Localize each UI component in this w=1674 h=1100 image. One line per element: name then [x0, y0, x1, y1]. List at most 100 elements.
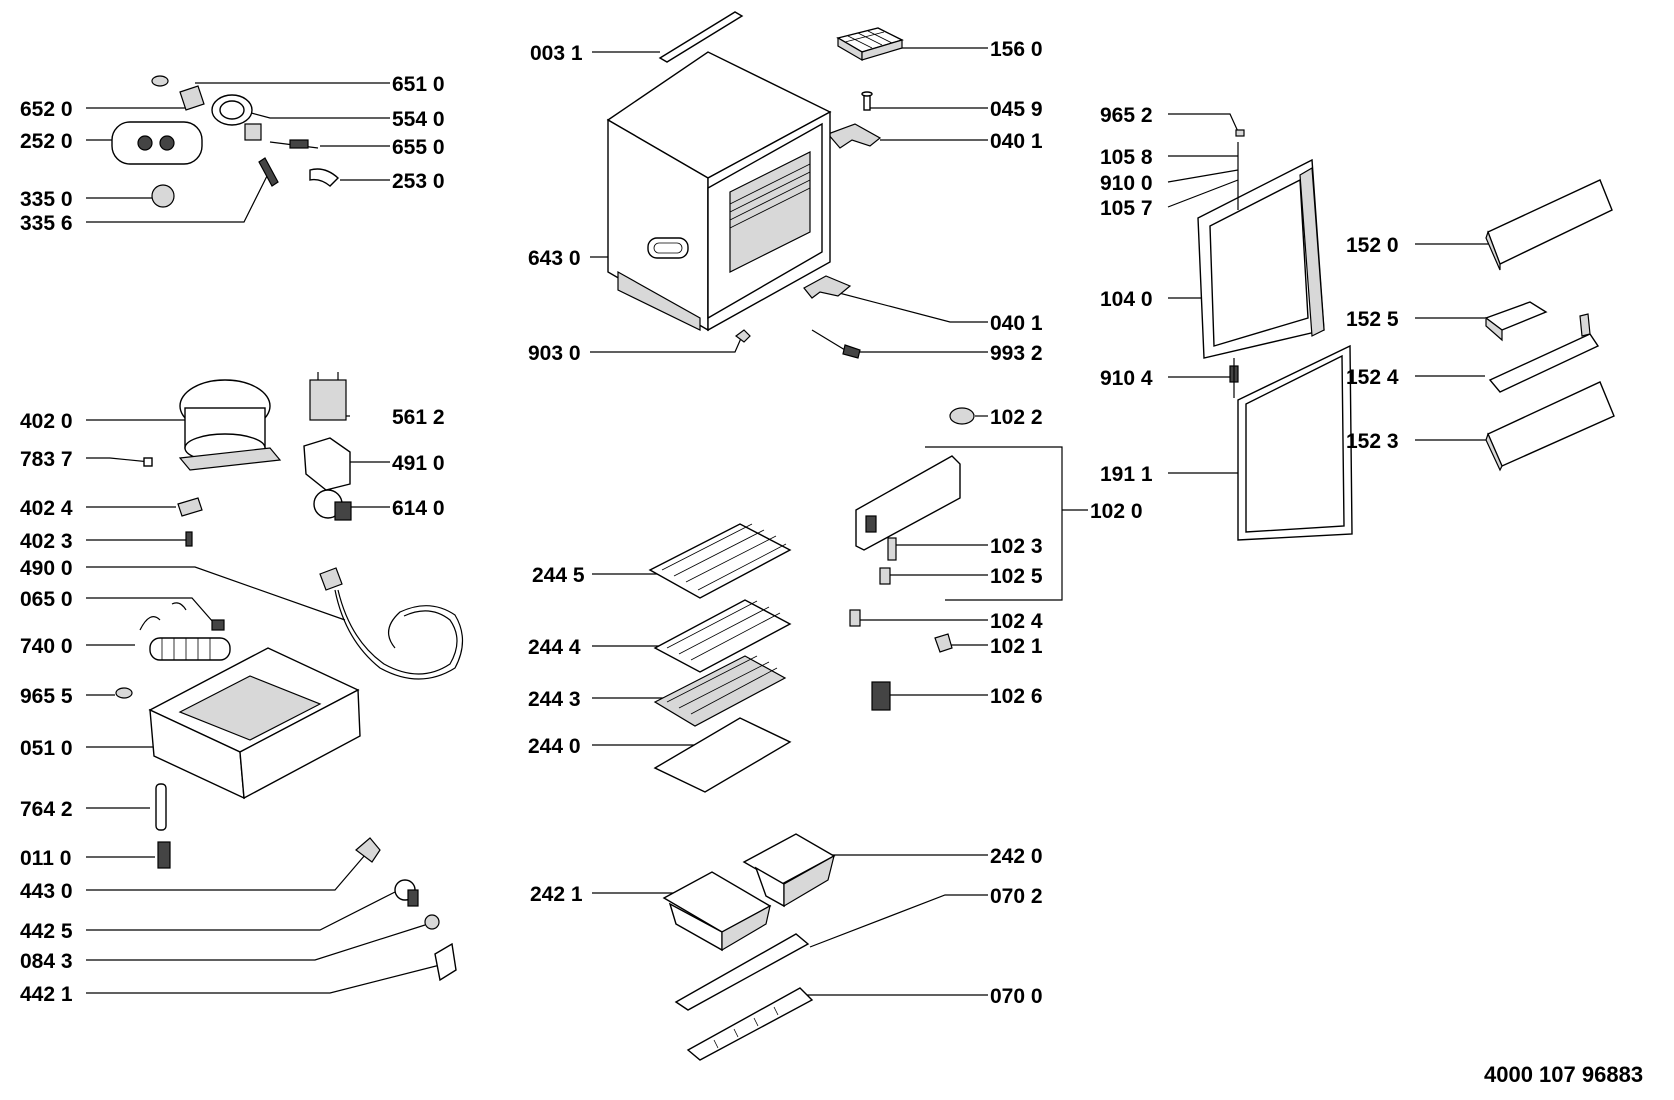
parts: [109, 11, 1615, 1061]
part-door: [1197, 129, 1325, 398]
part-capillary: [109, 457, 153, 467]
label-152-3: 152 3: [1346, 430, 1399, 453]
label-965-2: 965 2: [1100, 104, 1153, 127]
part-1023: [887, 537, 897, 561]
part-compressor: [178, 379, 282, 471]
part-foot: [735, 329, 751, 343]
part-1024: [849, 609, 861, 627]
label-554-0: 554 0: [392, 108, 445, 131]
part-clip-4024: [177, 497, 203, 517]
part-shelf-2443: [653, 655, 787, 727]
label-065-0: 065 0: [20, 588, 73, 611]
part-lamp-assembly: [111, 75, 340, 208]
part-4425: [394, 879, 419, 907]
label-102-1: 102 1: [990, 635, 1043, 658]
label-051-0: 051 0: [20, 737, 73, 760]
label-402-4: 402 4: [20, 497, 73, 520]
part-base-tray: [148, 647, 361, 800]
label-244-0: 244 0: [528, 735, 581, 758]
label-070-0: 070 0: [990, 985, 1043, 1008]
label-152-5: 152 5: [1346, 308, 1399, 331]
part-pin: [861, 91, 873, 111]
part-4430: [355, 837, 381, 863]
label-335-0: 335 0: [20, 188, 73, 211]
label-965-5: 965 5: [20, 685, 73, 708]
label-651-0: 651 0: [392, 73, 445, 96]
label-191-1: 191 1: [1100, 463, 1153, 486]
part-cabinet: [606, 51, 832, 332]
label-244-3: 244 3: [528, 688, 581, 711]
part-1021: [934, 633, 953, 653]
part-labels: 003 1 156 0 045 9 040 1 643 0 040 1 903 …: [20, 38, 1643, 1087]
label-993-2: 993 2: [990, 342, 1043, 365]
part-grill-0700: [686, 987, 814, 1061]
part-shelf-2445: [648, 523, 792, 599]
label-903-0: 903 0: [528, 342, 581, 365]
label-442-1: 442 1: [20, 983, 73, 1006]
part-top-strip: [658, 11, 744, 63]
label-443-0: 443 0: [20, 880, 73, 903]
label-152-0: 152 0: [1346, 234, 1399, 257]
label-242-0: 242 0: [990, 845, 1043, 868]
label-252-0: 252 0: [20, 130, 73, 153]
label-561-2: 561 2: [392, 406, 445, 429]
part-door-bin-1525: [1484, 301, 1548, 342]
part-grill-0702: [674, 933, 810, 1011]
part-door-gasket: [1237, 344, 1353, 541]
label-655-0: 655 0: [392, 136, 445, 159]
label-244-5: 244 5: [532, 564, 585, 587]
label-402-0: 402 0: [20, 410, 73, 433]
part-1025: [879, 567, 891, 585]
part-knob: [949, 407, 975, 425]
part-heater: [139, 602, 231, 661]
label-491-0: 491 0: [392, 452, 445, 475]
label-003-1: 003 1: [530, 42, 583, 65]
part-4421: [434, 942, 457, 982]
part-door-bin-1520: [1485, 179, 1613, 271]
part-damper: [155, 783, 167, 831]
label-614-0: 614 0: [392, 497, 445, 520]
label-764-2: 764 2: [20, 798, 73, 821]
label-102-6: 102 6: [990, 685, 1043, 708]
label-244-4: 244 4: [528, 636, 581, 659]
part-control-panel: [855, 455, 961, 551]
label-152-4: 152 4: [1346, 366, 1399, 389]
label-102-2: 102 2: [990, 406, 1043, 429]
label-442-5: 442 5: [20, 920, 73, 943]
label-045-9: 045 9: [990, 98, 1043, 121]
label-335-6: 335 6: [20, 212, 73, 235]
part-spring: [157, 841, 171, 869]
label-253-0: 253 0: [392, 170, 445, 193]
label-910-0: 910 0: [1100, 172, 1153, 195]
label-011-0: 011 0: [20, 847, 71, 870]
label-402-3: 402 3: [20, 530, 73, 553]
part-tool: [811, 329, 861, 359]
label-643-0: 643 0: [528, 247, 581, 270]
part-relay: [309, 372, 347, 421]
part-ice-tray: [836, 27, 904, 62]
label-102-5: 102 5: [990, 565, 1043, 588]
label-102-4: 102 4: [990, 610, 1043, 633]
label-910-4: 910 4: [1100, 367, 1153, 390]
label-652-0: 652 0: [20, 98, 73, 121]
label-783-7: 783 7: [20, 448, 73, 471]
part-door-bin-1523: [1485, 381, 1615, 472]
part-0843: [424, 914, 440, 930]
label-040-1-a: 040 1: [990, 130, 1043, 153]
label-105-8: 105 8: [1100, 146, 1153, 169]
part-clip-4023: [185, 531, 193, 547]
part-shelf-2444: [653, 599, 792, 673]
part-protector: [313, 489, 352, 521]
label-156-0: 156 0: [990, 38, 1043, 61]
label-040-1-b: 040 1: [990, 312, 1043, 335]
part-crisper-2421: [662, 871, 772, 952]
label-242-1: 242 1: [530, 883, 583, 906]
part-door-bin-1524: [1488, 313, 1600, 393]
part-hinge-bottom: [803, 275, 852, 299]
part-hinge-top: [826, 123, 882, 149]
part-crisper-2420: [742, 833, 836, 908]
part-power-cord: [319, 567, 464, 680]
label-102-3: 102 3: [990, 535, 1043, 558]
part-cover: [303, 437, 351, 491]
label-102-0: 102 0: [1090, 500, 1143, 523]
